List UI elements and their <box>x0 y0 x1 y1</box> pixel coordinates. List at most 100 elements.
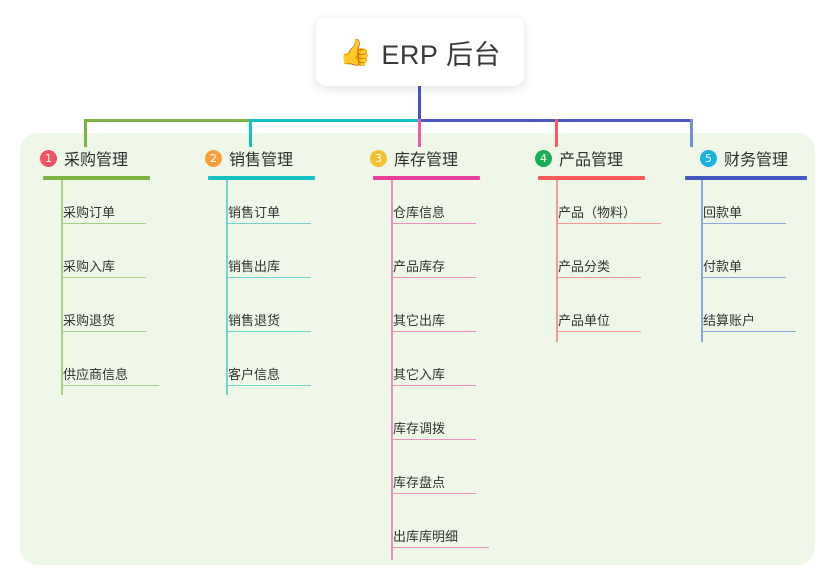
leaf-node-4-1[interactable]: 产品（物料） <box>556 202 661 224</box>
leaf-node-1-2[interactable]: 采购入库 <box>61 256 146 278</box>
branch-underline-2 <box>208 176 315 180</box>
branch-underline-5 <box>685 176 807 180</box>
leaf-label: 仓库信息 <box>393 205 446 220</box>
leaf-underline <box>61 222 146 224</box>
leaf-label: 采购入库 <box>63 259 116 274</box>
leaf-label: 客户信息 <box>228 367 281 382</box>
drop-connector-col5 <box>690 119 693 147</box>
leaf-node-2-3[interactable]: 销售退货 <box>226 310 311 332</box>
bus-segment-left <box>84 119 250 122</box>
leaf-label: 产品库存 <box>393 259 446 274</box>
branch-header-2[interactable]: 2 销售管理 <box>205 145 293 171</box>
branch-spine-5 <box>701 180 703 342</box>
leaf-label: 付款单 <box>703 259 743 274</box>
leaf-underline <box>556 330 641 332</box>
leaf-label: 产品单位 <box>558 313 611 328</box>
leaf-label: 结算账户 <box>703 313 756 328</box>
leaf-underline <box>391 492 476 494</box>
root-stem-connector <box>418 86 421 122</box>
leaf-underline <box>391 384 476 386</box>
leaf-node-5-3[interactable]: 结算账户 <box>701 310 796 332</box>
leaf-node-2-4[interactable]: 客户信息 <box>226 364 311 386</box>
branch-spine-4 <box>556 180 558 342</box>
branch-spine-2 <box>226 180 228 395</box>
branch-header-5[interactable]: 5 财务管理 <box>700 145 788 171</box>
leaf-underline <box>701 276 786 278</box>
branch-title-4: 产品管理 <box>559 152 624 169</box>
branch-column-3: 3 库存管理 仓库信息 产品库存 其它出库 其它入库 库存调拨 库存盘点 <box>370 145 489 560</box>
branch-column-2: 2 销售管理 销售订单 销售出库 销售退货 客户信息 <box>205 145 315 395</box>
branch-title-5: 财务管理 <box>724 152 789 169</box>
leaf-node-3-3[interactable]: 其它出库 <box>391 310 476 332</box>
leaf-node-1-3[interactable]: 采购退货 <box>61 310 146 332</box>
leaf-underline <box>556 222 661 224</box>
leaf-underline <box>556 276 641 278</box>
leaf-node-4-2[interactable]: 产品分类 <box>556 256 641 278</box>
branch-underline-3 <box>373 176 480 180</box>
leaf-label: 销售退货 <box>228 313 281 328</box>
leaf-node-3-6[interactable]: 库存盘点 <box>391 472 476 494</box>
leaf-label: 销售出库 <box>228 259 281 274</box>
leaf-node-1-4[interactable]: 供应商信息 <box>61 364 159 386</box>
leaf-underline <box>61 330 146 332</box>
branch-column-1: 1 采购管理 采购订单 采购入库 采购退货 供应商信息 <box>40 145 159 395</box>
root-node-label: ERP 后台 <box>381 39 501 70</box>
branch-column-4: 4 产品管理 产品（物料） 产品分类 产品单位 <box>535 145 661 342</box>
drop-connector-col3 <box>418 119 421 147</box>
leaf-node-1-1[interactable]: 采购订单 <box>61 202 146 224</box>
branch-number-badge-4: 4 <box>535 149 552 167</box>
leaf-node-3-7[interactable]: 出库库明细 <box>391 526 489 548</box>
branch-header-4[interactable]: 4 产品管理 <box>535 145 623 171</box>
leaf-label: 库存调拨 <box>393 421 446 436</box>
bus-segment-mid <box>249 119 420 122</box>
leaf-label: 回款单 <box>703 205 743 220</box>
leaf-node-2-1[interactable]: 销售订单 <box>226 202 311 224</box>
thumbs-up-icon: 👍 <box>339 37 372 67</box>
branch-underline-1 <box>43 176 150 180</box>
leaf-label: 其它出库 <box>393 313 446 328</box>
leaf-label: 库存盘点 <box>393 475 446 490</box>
leaf-underline <box>226 384 311 386</box>
branch-number-badge-1: 1 <box>40 149 57 167</box>
leaf-underline <box>61 276 146 278</box>
leaf-underline <box>226 222 311 224</box>
branch-spine-1 <box>61 180 63 395</box>
leaf-underline <box>391 276 476 278</box>
leaf-node-4-3[interactable]: 产品单位 <box>556 310 641 332</box>
leaf-underline <box>391 330 476 332</box>
branch-header-3[interactable]: 3 库存管理 <box>370 145 458 171</box>
drop-connector-col2 <box>249 119 252 147</box>
root-node[interactable]: 👍 ERP 后台 <box>316 18 524 86</box>
leaf-underline <box>391 546 489 548</box>
leaf-label: 供应商信息 <box>63 367 129 382</box>
drop-connector-col1 <box>84 119 87 147</box>
leaf-underline <box>701 330 796 332</box>
diagram-panel-background <box>20 133 815 565</box>
leaf-node-3-5[interactable]: 库存调拨 <box>391 418 476 440</box>
leaf-node-2-2[interactable]: 销售出库 <box>226 256 311 278</box>
leaf-node-3-2[interactable]: 产品库存 <box>391 256 476 278</box>
leaf-underline <box>391 222 476 224</box>
branch-spine-3 <box>391 180 393 560</box>
branch-number-badge-5: 5 <box>700 149 717 167</box>
leaf-underline <box>226 276 311 278</box>
leaf-label: 销售订单 <box>228 205 281 220</box>
leaf-underline <box>391 438 476 440</box>
leaf-label: 产品分类 <box>558 259 611 274</box>
leaf-label: 产品（物料） <box>558 205 637 220</box>
leaf-label: 采购订单 <box>63 205 116 220</box>
leaf-underline <box>61 384 159 386</box>
branch-underline-4 <box>538 176 645 180</box>
leaf-label: 采购退货 <box>63 313 116 328</box>
leaf-node-3-1[interactable]: 仓库信息 <box>391 202 476 224</box>
leaf-underline <box>226 330 311 332</box>
drop-connector-col4 <box>555 119 558 147</box>
branch-title-1: 采购管理 <box>64 152 129 169</box>
branch-header-1[interactable]: 1 采购管理 <box>40 145 128 171</box>
leaf-node-5-2[interactable]: 付款单 <box>701 256 786 278</box>
branch-number-badge-3: 3 <box>370 149 387 167</box>
leaf-node-5-1[interactable]: 回款单 <box>701 202 786 224</box>
leaf-node-3-4[interactable]: 其它入库 <box>391 364 476 386</box>
branch-column-5: 5 财务管理 回款单 付款单 结算账户 <box>685 145 807 342</box>
